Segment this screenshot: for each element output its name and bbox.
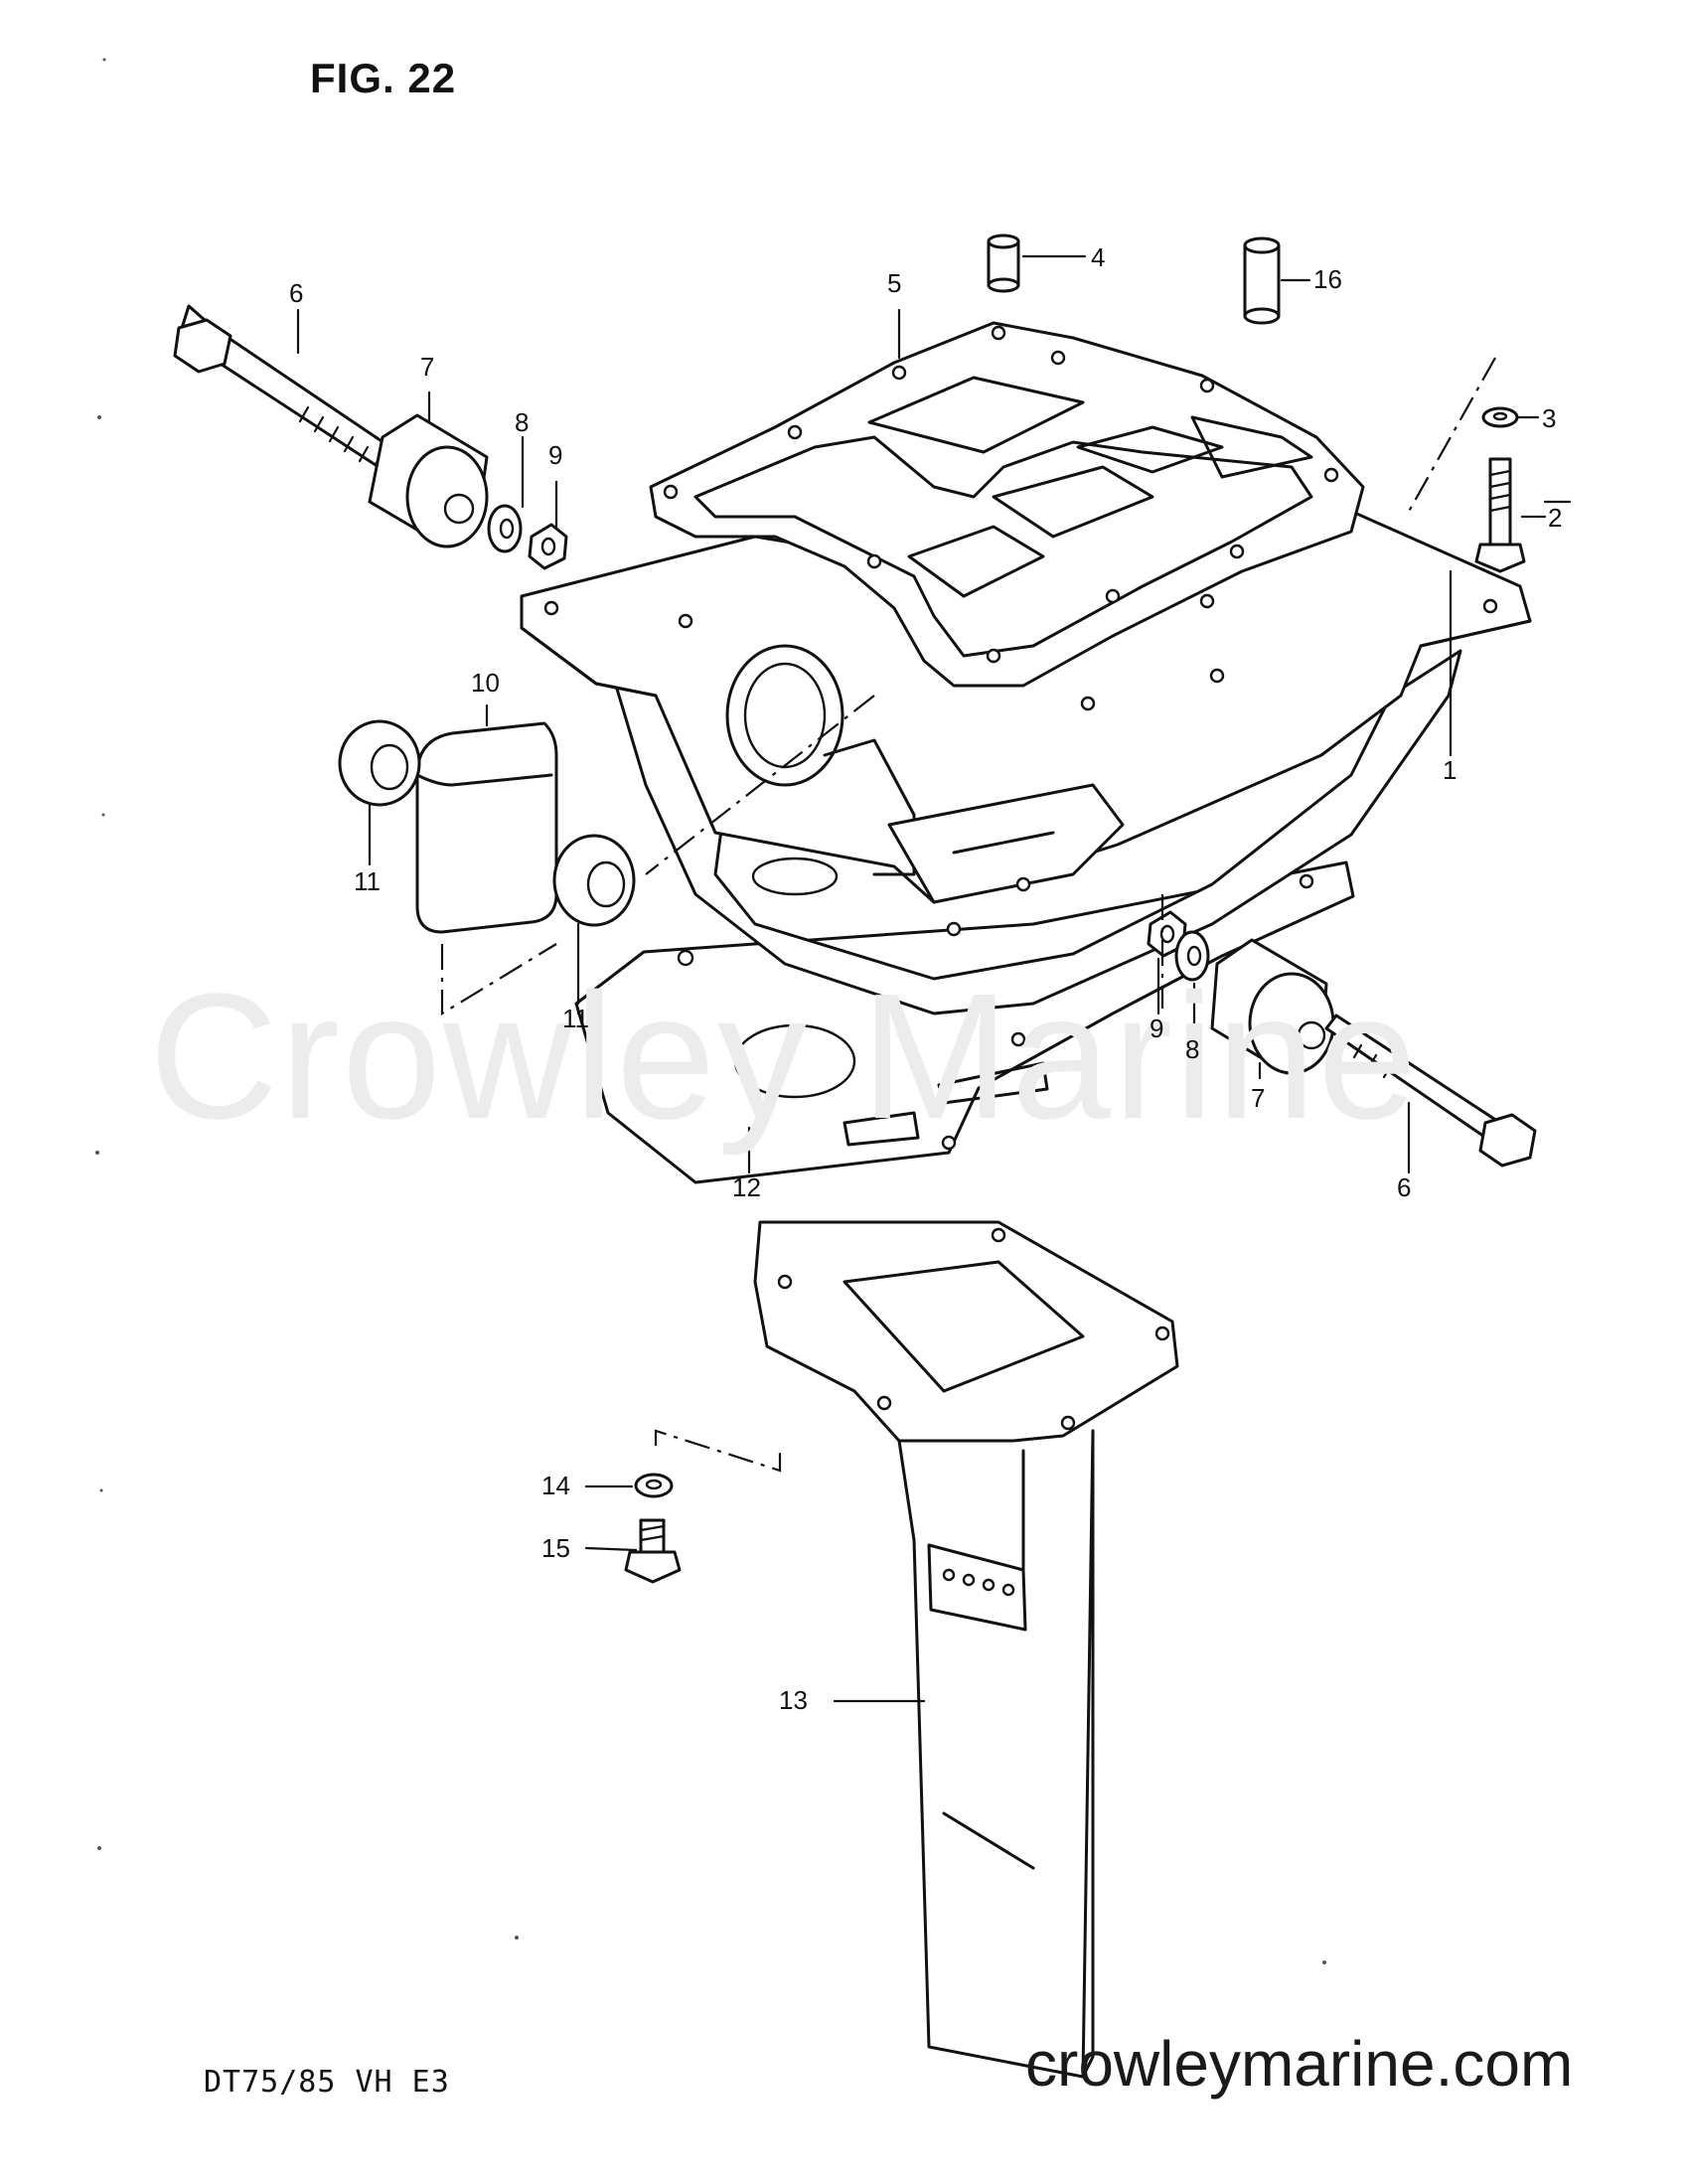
watermark-text: Crowley Marine [149, 957, 1420, 1157]
exhaust-tube-part-13 [753, 1220, 1179, 2079]
mount-cushion-part-7-lower [1210, 938, 1335, 1075]
bolt-part-15 [624, 1518, 682, 1584]
callout-8-upper: 8 [515, 407, 530, 437]
scan-edge-artifacts [95, 58, 1326, 1964]
callout-1: 1 [1443, 755, 1457, 785]
callout-7-upper: 7 [420, 352, 435, 382]
callout-2: 2 [1548, 503, 1563, 533]
callout-10: 10 [471, 668, 500, 698]
washer-part-8-upper [487, 504, 523, 553]
bolt-part-6-lower [1324, 1014, 1537, 1168]
callout-9-lower: 9 [1150, 1014, 1164, 1043]
callout-6-lower: 6 [1397, 1172, 1412, 1202]
upper-gasket-part-5 [649, 321, 1365, 688]
washer-part-3 [1481, 406, 1519, 428]
callout-14: 14 [541, 1471, 570, 1500]
cover-part-10 [415, 721, 558, 934]
website-footer: crowleymarine.com [1025, 2028, 1574, 2100]
nut-part-9-lower [1147, 910, 1187, 958]
callout-8-lower: 8 [1185, 1034, 1200, 1064]
bolt-part-2 [1474, 457, 1526, 573]
callout-15: 15 [541, 1533, 570, 1563]
callout-4: 4 [1091, 242, 1106, 272]
callout-9-upper: 9 [548, 440, 563, 470]
callout-12: 12 [732, 1172, 761, 1202]
washer-part-11-right [552, 834, 636, 927]
callout-6-upper: 6 [289, 278, 304, 308]
callout-3: 3 [1542, 403, 1557, 433]
callout-7-lower: 7 [1251, 1083, 1266, 1113]
leader-lines [296, 254, 1572, 1703]
callout-5: 5 [887, 268, 902, 298]
nut-part-9-upper [528, 523, 568, 570]
dowel-pin-part-16 [1243, 236, 1281, 325]
mount-cushion-part-7-upper [368, 413, 489, 548]
washer-part-8-lower [1174, 930, 1210, 982]
model-code: DT75/85 VH E3 [204, 2065, 450, 2100]
dowel-pin-part-4 [987, 234, 1020, 293]
callout-11-left: 11 [354, 866, 381, 896]
callout-16: 16 [1313, 264, 1342, 294]
callout-13: 13 [779, 1685, 808, 1715]
assembly-lines [440, 357, 1496, 1473]
washer-part-11-left [338, 719, 421, 807]
bolt-part-6-upper [173, 304, 389, 467]
callout-11-right: 11 [562, 1004, 589, 1033]
washer-part-14 [634, 1473, 674, 1498]
figure-title: FIG. 22 [310, 55, 457, 101]
